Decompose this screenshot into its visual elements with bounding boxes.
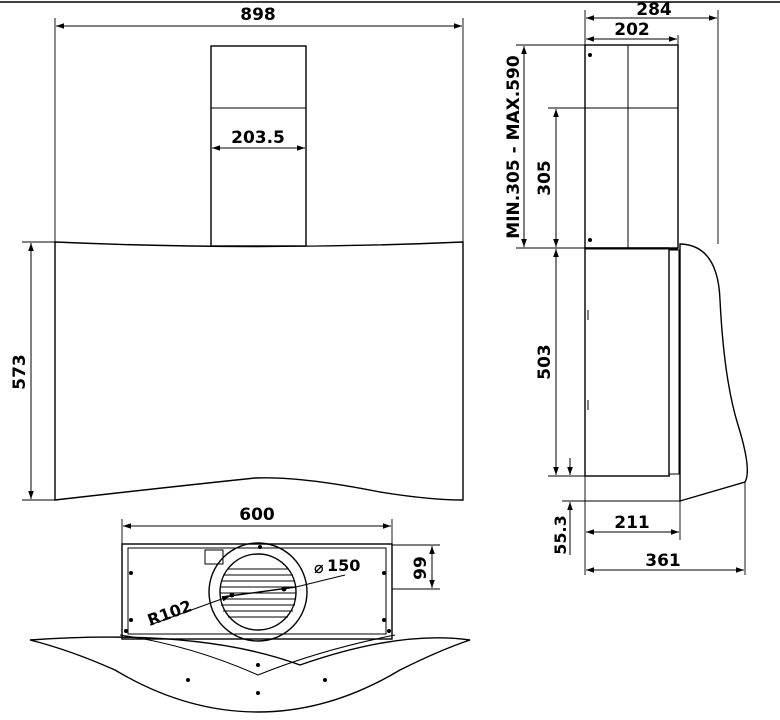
side-chimney-outline [584,44,679,249]
dim-body-height: 503 [535,344,555,380]
dim-side-top-depth: 284 [636,0,672,20]
dim-duct-diameter: 150 [327,556,360,575]
dim-chimney-depth: 202 [614,20,650,40]
mounting-holes [124,545,391,695]
dim-cutout-width: 600 [239,505,275,525]
dim-bottom-offset: 55.3 [551,515,570,554]
side-glass-profile [679,243,748,502]
dim-cutout-depth: 99 [411,556,431,580]
dim-total-depth: 361 [645,551,681,571]
glass-inner-curve [119,634,396,676]
dim-chimney-height-range: MIN.305 - MAX.590 [504,55,524,239]
glass-canopy [54,241,464,501]
front-view: 898 203.5 573 [10,5,464,501]
side-body-front-strip [668,249,680,475]
dim-overall-width: 898 [240,5,276,25]
glass-bottom-outline [29,636,471,713]
side-body-outline [584,247,670,477]
dim-glass-height: 573 [10,354,30,390]
dim-body-depth: 211 [614,513,650,533]
bottom-view: ⌀ 150 R102 600 99 [29,505,471,713]
side-view: 284 202 MIN.305 - MAX.590 305 503 55.3 2… [504,0,748,575]
leader-duct-diameter [295,574,346,588]
duct-louvers [220,568,296,618]
duct-collar-outer [208,542,308,642]
motor-bracket [204,549,224,565]
dim-chimney-lower: 305 [535,160,555,196]
dim-duct-radius: R102 [145,596,194,629]
dim-chimney-width: 203.5 [231,128,285,148]
diameter-symbol: ⌀ [314,558,324,577]
leader-duct-radius [149,595,231,626]
cutout-inner-frame [127,547,387,635]
duct-collar-inner [219,553,297,631]
